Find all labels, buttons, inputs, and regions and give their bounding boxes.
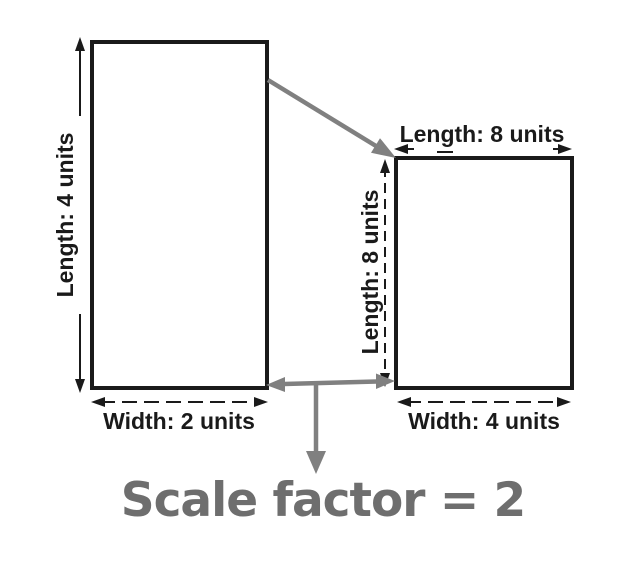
arrow-shaft xyxy=(283,379,378,387)
arrow-left-icon xyxy=(91,397,105,407)
scale-factor-label: Scale factor = 2 xyxy=(121,473,526,528)
arrow-down-icon xyxy=(306,451,326,474)
arrow-up-icon xyxy=(75,37,85,51)
small-rect-width-label: Width: 2 units xyxy=(103,408,255,434)
arrow-left-icon xyxy=(266,377,285,392)
arrow-left-icon xyxy=(394,144,408,154)
arrow-down-right-icon xyxy=(371,138,396,158)
arrow-left-icon xyxy=(397,397,411,407)
arrow-shaft xyxy=(266,78,378,148)
small-rect-length-dimension: Length: 4 units xyxy=(52,37,85,393)
gap-double-arrow xyxy=(266,373,395,392)
large-rect-side-length-label: Length: 8 units xyxy=(357,190,383,355)
small-rect-length-label: Length: 4 units xyxy=(52,133,78,298)
original-rectangle xyxy=(90,40,269,390)
arrow-right-icon xyxy=(376,373,395,389)
correspondence-arrow xyxy=(266,78,396,158)
large-rect-side-dimension: Length: 8 units xyxy=(357,159,390,387)
arrow-up-icon xyxy=(380,159,390,173)
arrow-right-icon xyxy=(558,144,572,154)
large-rect-top-dimension: Length: 8 units xyxy=(394,121,572,154)
arrow-down-icon xyxy=(75,379,85,393)
large-rect-width-dimension: Width: 4 units xyxy=(397,397,571,434)
scale-factor-pointer-arrow xyxy=(306,383,326,474)
large-rect-width-label: Width: 4 units xyxy=(408,408,560,434)
small-rect-width-dimension: Width: 2 units xyxy=(91,397,268,434)
arrow-right-icon xyxy=(557,397,571,407)
arrow-right-icon xyxy=(254,397,268,407)
scaled-rectangle xyxy=(394,156,574,390)
large-rect-top-length-label: Length: 8 units xyxy=(400,121,565,147)
